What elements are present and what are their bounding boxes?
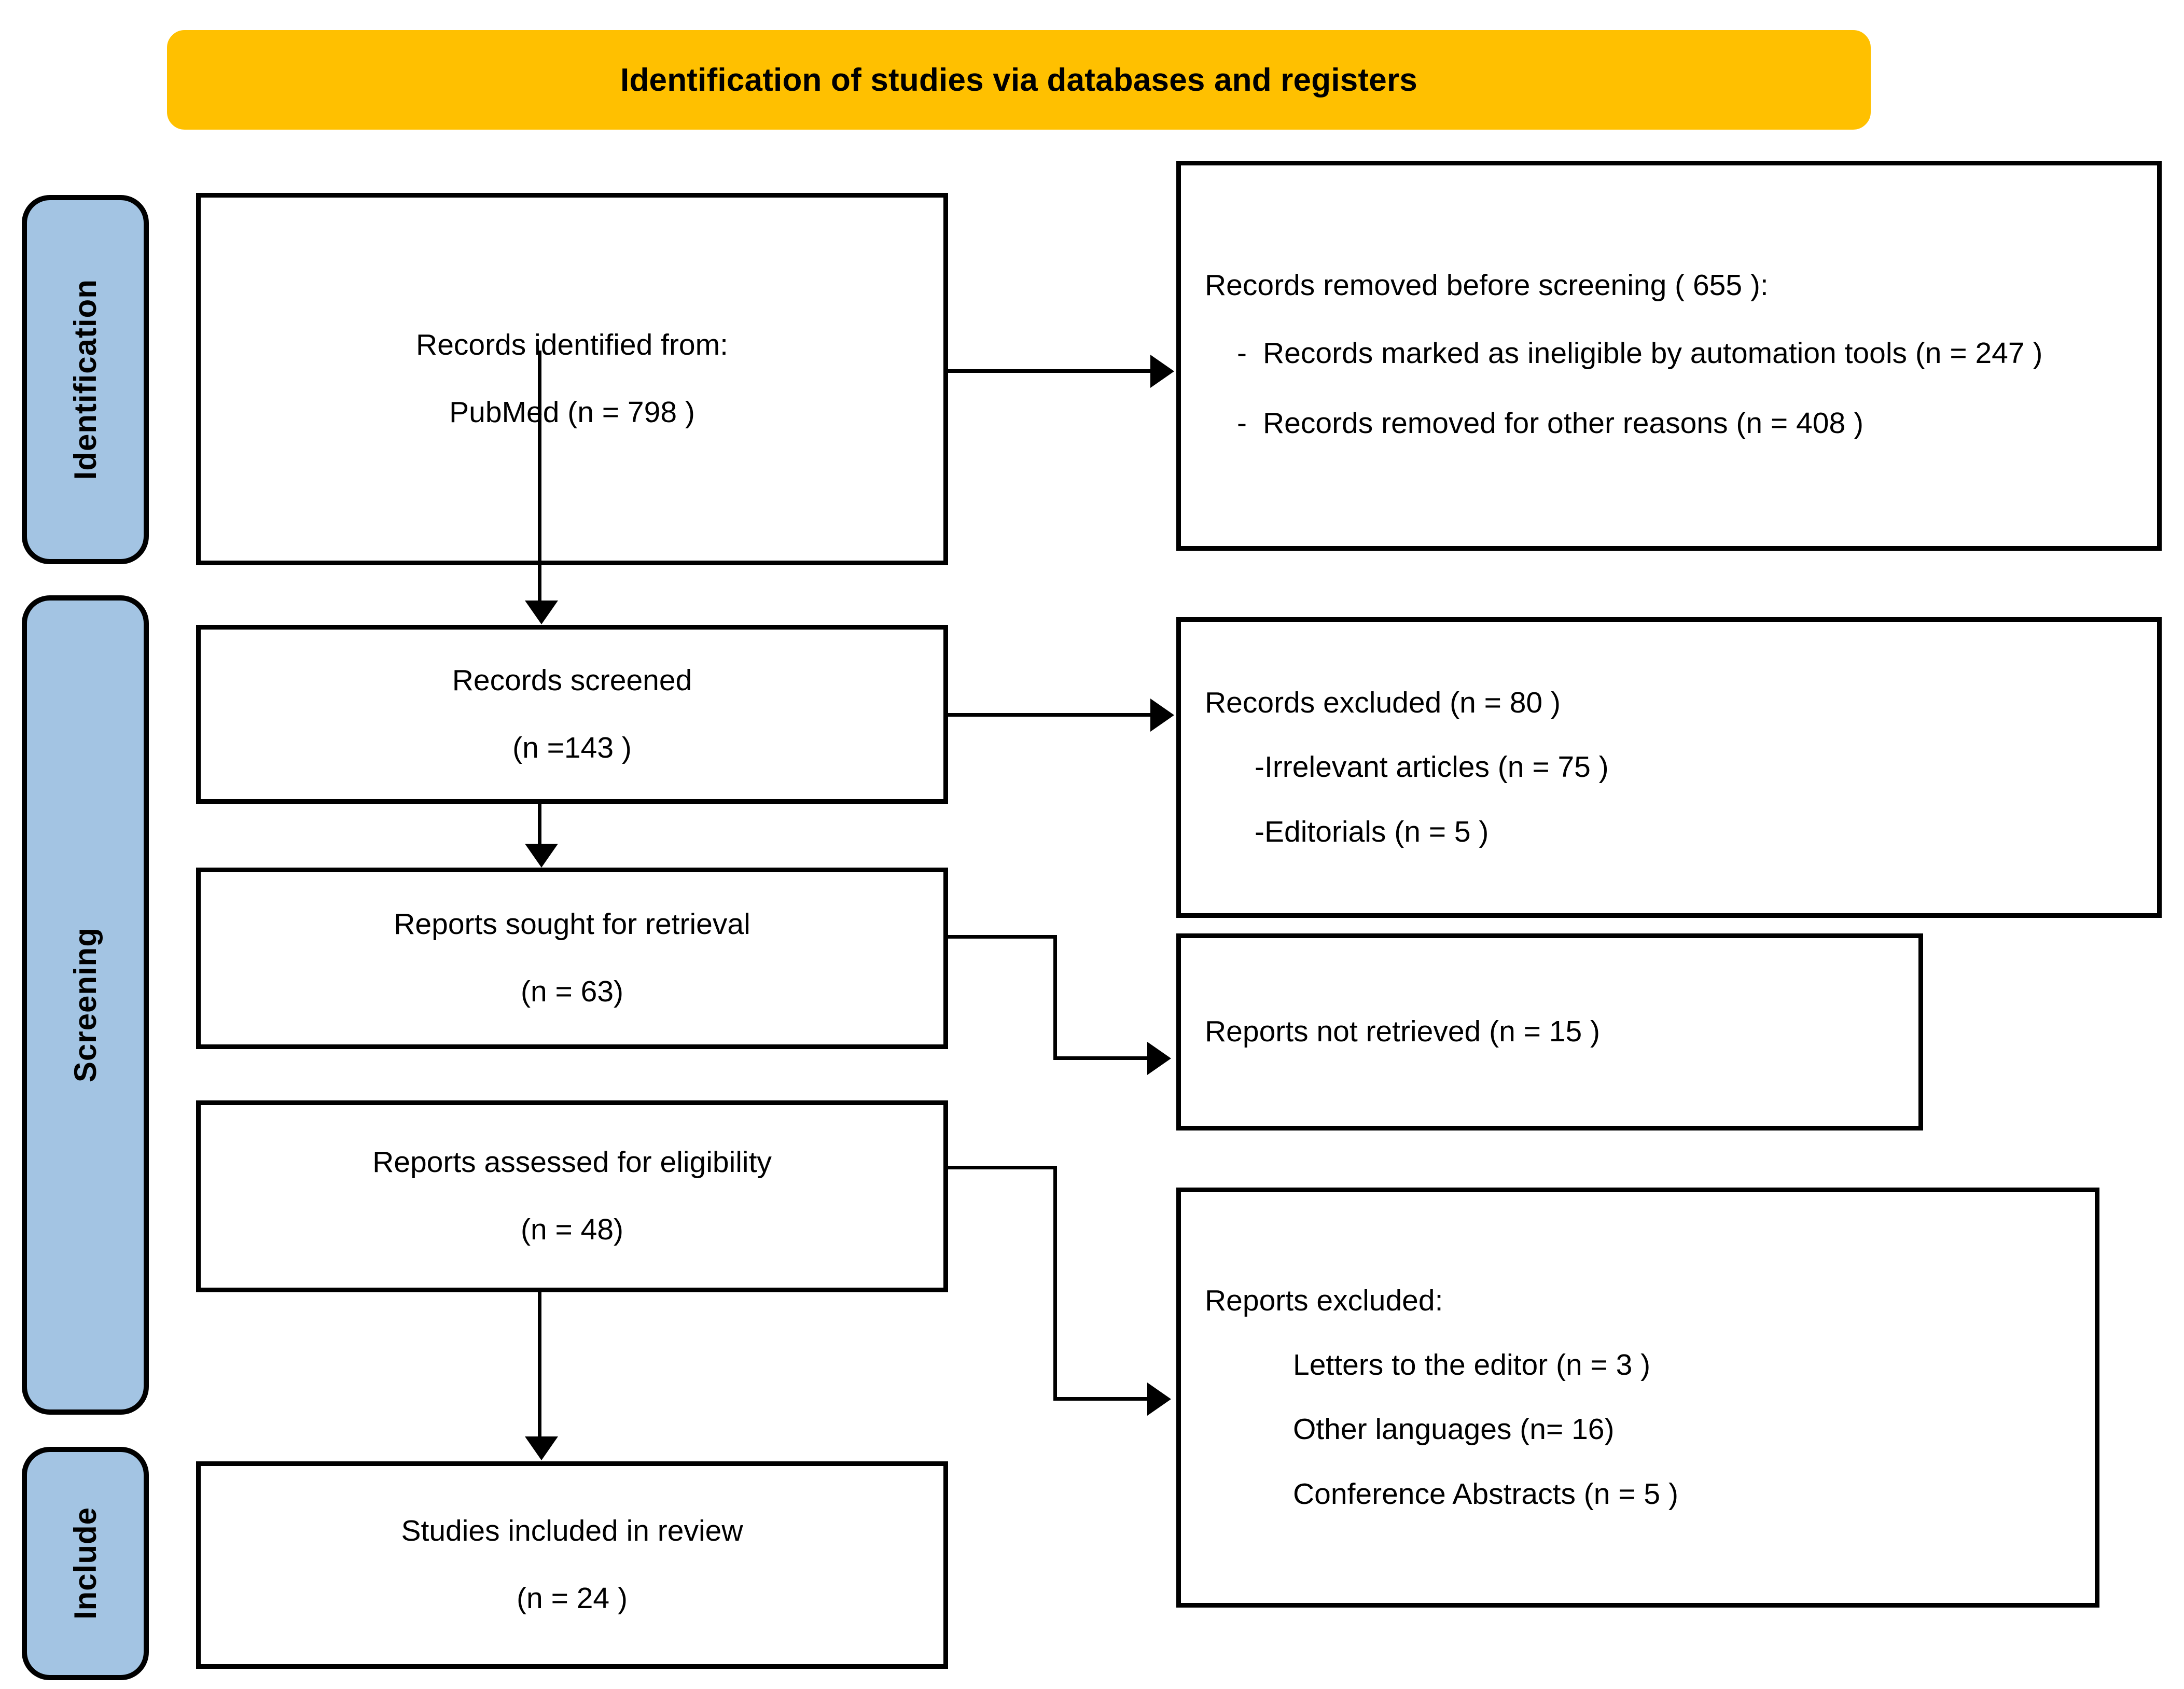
connector-screened-to-sought xyxy=(538,801,541,853)
stage-label-text: Identification xyxy=(68,279,103,480)
records-removed-bullet-2: - Records removed for other reasons (n =… xyxy=(1205,403,2133,443)
reports-sought-line1: Reports sought for retrieval xyxy=(394,908,750,941)
box-reports-assessed-for-eligibility: Reports assessed for eligibility (n = 48… xyxy=(196,1100,948,1292)
arrowhead-identified-to-removed xyxy=(1150,355,1174,388)
records-screened-line1: Records screened xyxy=(452,663,692,697)
reports-excluded-heading: Reports excluded: xyxy=(1205,1283,1443,1317)
studies-included-line1: Studies included in review xyxy=(401,1514,743,1548)
reports-excluded-item-2: Other languages (n= 16) xyxy=(1293,1413,1615,1446)
connector-assessed-to-included xyxy=(538,1290,541,1445)
reports-excluded-item-1: Letters to the editor (n = 3 ) xyxy=(1293,1348,1651,1382)
bullet-text: Records marked as ineligible by automati… xyxy=(1263,336,2043,370)
stage-label-include: Include xyxy=(22,1447,149,1680)
arrowhead-screened-to-sought xyxy=(525,844,558,868)
connector-identified-to-removed xyxy=(948,369,1156,373)
connector-sought-to-notretrieved-seg2 xyxy=(1053,935,1057,1059)
arrowhead-assessed-to-included xyxy=(525,1436,558,1460)
reports-assessed-line1: Reports assessed for eligibility xyxy=(372,1146,772,1179)
box-records-removed-before-screening: Records removed before screening ( 655 )… xyxy=(1176,161,2162,551)
stage-label-screening: Screening xyxy=(22,595,149,1415)
stage-label-identification: Identification xyxy=(22,195,149,564)
reports-excluded-item-3: Conference Abstracts (n = 5 ) xyxy=(1293,1477,1678,1511)
reports-sought-line2: (n = 63) xyxy=(520,975,624,1008)
connector-identified-to-screened xyxy=(538,351,541,610)
records-removed-bullet-1: - Records marked as ineligible by automa… xyxy=(1205,333,2133,373)
bullet-dash-icon: - xyxy=(1237,406,1247,440)
records-removed-heading: Records removed before screening ( 655 )… xyxy=(1205,269,1769,302)
bullet-dash-icon: - xyxy=(1237,336,1247,370)
arrowhead-sought-to-notretrieved xyxy=(1147,1042,1171,1075)
stage-label-text: Screening xyxy=(68,927,103,1083)
box-reports-sought-for-retrieval: Reports sought for retrieval (n = 63) xyxy=(196,868,948,1049)
connector-assessed-to-excluded-seg1 xyxy=(948,1166,1057,1169)
box-studies-included-in-review: Studies included in review (n = 24 ) xyxy=(196,1461,948,1669)
box-reports-excluded: Reports excluded: Letters to the editor … xyxy=(1176,1188,2099,1608)
page-title: Identification of studies via databases … xyxy=(620,62,1417,98)
records-excluded-item-1: -Irrelevant articles (n = 75 ) xyxy=(1255,750,1609,784)
connector-sought-to-notretrieved-seg1 xyxy=(948,935,1057,939)
reports-not-retrieved-heading: Reports not retrieved (n = 15 ) xyxy=(1205,1015,1600,1049)
records-screened-line2: (n =143 ) xyxy=(512,731,632,764)
box-records-identified: Records identified from: PubMed (n = 798… xyxy=(196,193,948,565)
arrowhead-identified-to-screened xyxy=(525,601,558,624)
bullet-text: Records removed for other reasons (n = 4… xyxy=(1263,406,1863,440)
connector-assessed-to-excluded-seg2 xyxy=(1053,1166,1057,1400)
stage-label-text: Include xyxy=(68,1507,103,1620)
records-excluded-item-2: -Editorials (n = 5 ) xyxy=(1255,815,1489,848)
records-excluded-heading: Records excluded (n = 80 ) xyxy=(1205,686,1561,719)
studies-included-line2: (n = 24 ) xyxy=(517,1582,628,1615)
reports-assessed-line2: (n = 48) xyxy=(520,1213,624,1246)
connector-screened-to-excluded xyxy=(948,713,1156,717)
box-records-screened: Records screened (n =143 ) xyxy=(196,625,948,804)
records-identified-line1: Records identified from: xyxy=(416,328,728,362)
diagram-header-banner: Identification of studies via databases … xyxy=(167,30,1871,130)
box-reports-not-retrieved: Reports not retrieved (n = 15 ) xyxy=(1176,933,1923,1130)
records-identified-line2: PubMed (n = 798 ) xyxy=(449,396,695,429)
connector-assessed-to-excluded-seg3 xyxy=(1053,1397,1152,1401)
arrowhead-screened-to-excluded xyxy=(1150,699,1174,732)
arrowhead-assessed-to-excluded xyxy=(1147,1383,1171,1416)
connector-sought-to-notretrieved-seg3 xyxy=(1053,1056,1152,1060)
box-records-excluded: Records excluded (n = 80 ) -Irrelevant a… xyxy=(1176,617,2162,918)
